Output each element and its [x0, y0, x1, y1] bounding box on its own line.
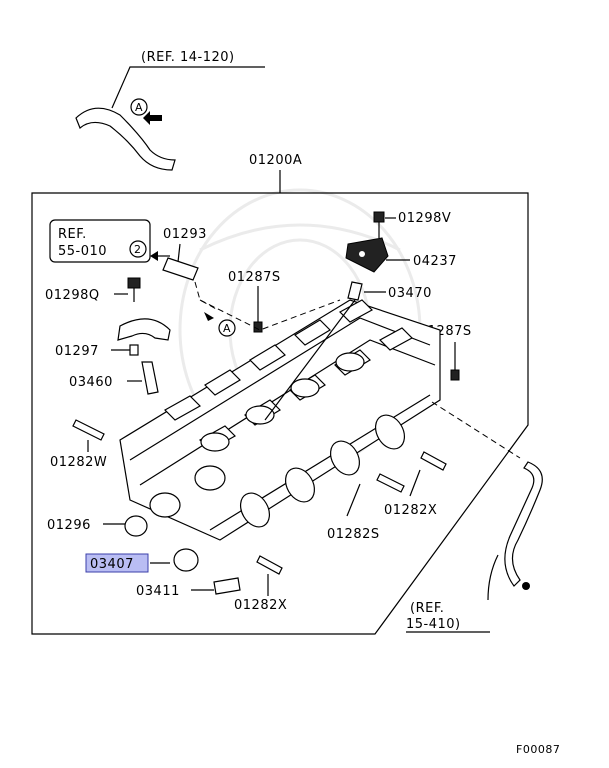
ref-top-group: (REF. 14-120) A: [75, 50, 265, 171]
part-01297: [129, 344, 139, 356]
front-bore-2: [194, 465, 226, 491]
label-01282S[interactable]: 01282S: [327, 527, 380, 542]
label-01297[interactable]: 01297: [55, 344, 99, 359]
label-03407[interactable]: 03407: [90, 557, 134, 572]
circle-a-top: [130, 98, 148, 116]
main-assembly-label[interactable]: 01200A: [249, 153, 302, 168]
ref-left-line2[interactable]: 55-010: [58, 244, 107, 259]
part-01282S: [376, 473, 405, 493]
ref-top-label[interactable]: (REF. 14-120): [141, 50, 235, 65]
part-01298Q: [127, 277, 141, 289]
label-01282X-a[interactable]: 01282X: [384, 503, 437, 518]
breather-hose-top: [75, 107, 176, 171]
ref-bottom-line2[interactable]: 15-410): [406, 617, 461, 632]
svg-text:A: A: [135, 101, 143, 114]
label-01296[interactable]: 01296: [47, 518, 91, 533]
ref-bottom-line1[interactable]: (REF.: [410, 601, 444, 616]
dash-guide-2: [431, 401, 521, 459]
label-01282W[interactable]: 01282W: [50, 455, 107, 470]
bearing-cap: [117, 318, 171, 341]
assembly-frame: [31, 192, 529, 635]
part-03470: [347, 281, 363, 301]
label-03470[interactable]: 03470: [388, 286, 432, 301]
ref-left-box: REF. 55-010 2: [49, 219, 170, 263]
label-03460[interactable]: 03460: [69, 375, 113, 390]
cylinder-head: [119, 299, 441, 541]
exhaust-ports: [239, 414, 406, 528]
svg-text:A: A: [223, 322, 231, 335]
label-04237[interactable]: 04237: [413, 254, 457, 269]
ref-left-line1[interactable]: REF.: [58, 227, 87, 242]
label-01287S-a[interactable]: 01287S: [228, 270, 281, 285]
part-01296: [124, 515, 148, 537]
arrow-icon: [143, 111, 162, 125]
label-01298V[interactable]: 01298V: [398, 211, 451, 226]
label-01298Q[interactable]: 01298Q: [45, 288, 100, 303]
figure-code: F00087: [516, 743, 560, 756]
breather-hose-bottom: [504, 461, 543, 587]
ref-left-circle: 2: [134, 243, 142, 256]
part-01282W: [72, 419, 105, 441]
part-03407: [173, 548, 199, 572]
label-01282X-b[interactable]: 01282X: [234, 598, 287, 613]
part-01298V: [373, 211, 385, 223]
dash-guide-1: [199, 299, 341, 331]
arrow-icon: [204, 312, 214, 321]
label-03411[interactable]: 03411: [136, 584, 180, 599]
part-01282X-a: [420, 451, 447, 471]
label-01293[interactable]: 01293: [163, 227, 207, 242]
spark-plug-bores: [200, 352, 365, 452]
part-03411: [213, 577, 241, 595]
part-03460: [141, 361, 159, 395]
part-01293: [162, 257, 199, 281]
circle-a-mid: [218, 319, 236, 337]
front-bore-1: [149, 492, 181, 518]
part-01287S-b: [450, 369, 460, 381]
highlight-03407: [85, 553, 149, 573]
part-01282X-b: [256, 555, 283, 575]
part-01287S-a: [253, 321, 263, 333]
pipe-line: [264, 299, 356, 421]
ref-bottom-group: (REF. 15-410): [406, 461, 543, 633]
part-04237: [345, 237, 389, 273]
arrow-icon: [150, 251, 158, 261]
